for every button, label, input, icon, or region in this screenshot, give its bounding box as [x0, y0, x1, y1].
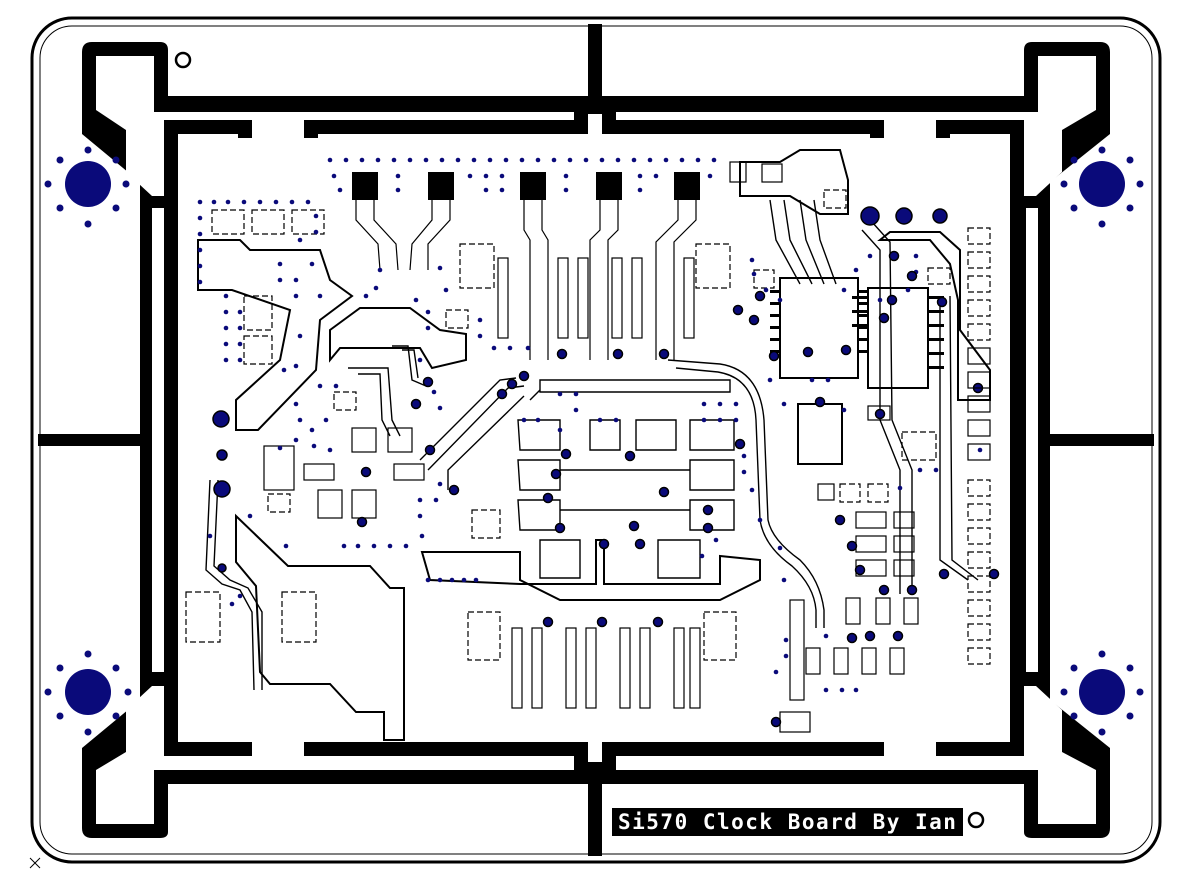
silkscreen-label: Si570 Clock Board By Ian	[612, 808, 964, 836]
filter-stubs	[497, 257, 701, 709]
ic-buffer	[867, 287, 929, 389]
rf-traces	[355, 200, 697, 360]
component-outlines	[185, 189, 991, 665]
vias	[197, 157, 983, 693]
component-area-top	[320, 138, 870, 168]
board-slots	[38, 24, 1154, 856]
smd-pads	[263, 161, 919, 733]
component-area	[180, 138, 1006, 742]
feed-traces	[205, 199, 979, 691]
right-pad-column	[967, 347, 991, 461]
ic-regulator	[797, 403, 843, 465]
ic-si570	[779, 277, 859, 379]
mounting-hole-tl	[44, 146, 130, 228]
mounting-hole-tr	[1060, 146, 1144, 228]
ringed-vias	[356, 250, 1000, 728]
ground-frame	[82, 42, 1110, 838]
top-connector-pads	[352, 172, 700, 200]
fiducial-top-left	[174, 51, 192, 69]
mounting-holes	[44, 146, 1144, 736]
origin-mark	[29, 857, 41, 869]
plated-vias	[212, 206, 948, 573]
mounting-hole-br	[1060, 650, 1144, 736]
mounting-hole-bl	[44, 650, 132, 736]
fiducial-bottom-right	[967, 811, 985, 829]
